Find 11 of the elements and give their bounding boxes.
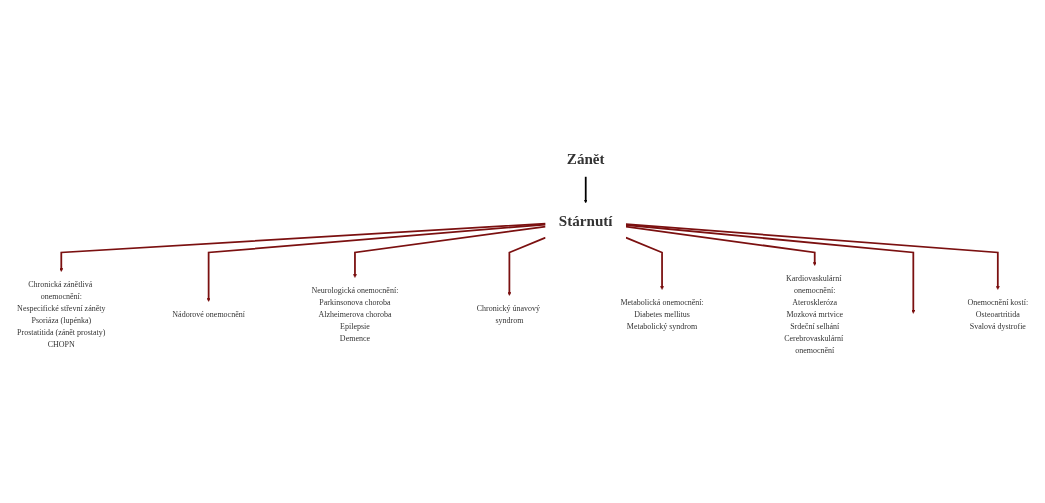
arrow [625,223,916,314]
arrow [206,223,547,302]
arrow [583,175,588,204]
arrow [625,236,664,290]
node-text: Zánět [566,150,605,167]
node-text: Stárnutí [558,212,613,230]
arrow [507,236,547,296]
arrow [353,225,547,278]
arrow [625,223,1000,290]
arrow [59,222,547,272]
arrow [625,225,817,266]
